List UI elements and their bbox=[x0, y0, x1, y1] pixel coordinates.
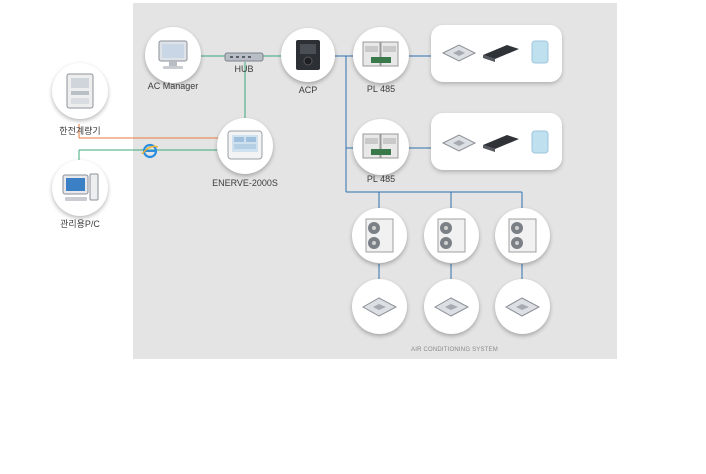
outdoor-unit-icon bbox=[362, 41, 399, 67]
ac-manager-node bbox=[145, 27, 201, 83]
wall-unit-icon bbox=[531, 130, 549, 154]
controller-icon bbox=[296, 40, 320, 70]
pl485-bottom-node bbox=[353, 119, 409, 175]
internet-icon bbox=[141, 143, 159, 159]
indoor-units-bottom bbox=[431, 113, 562, 170]
acp-node bbox=[281, 28, 335, 82]
pl485-bottom-label: PL 485 bbox=[366, 174, 396, 184]
outdoor-unit-icon bbox=[508, 218, 537, 253]
outdoor-unit-1 bbox=[352, 208, 407, 263]
pl485-top-label: PL 485 bbox=[366, 84, 396, 94]
cassette-icon bbox=[441, 44, 477, 62]
pl485-top-node bbox=[353, 27, 409, 83]
system-caption: AIR CONDITIONING SYSTEM bbox=[411, 347, 498, 353]
enerve-node bbox=[217, 118, 273, 174]
wall-unit-icon bbox=[531, 40, 549, 64]
duct-icon bbox=[483, 135, 519, 152]
outdoor-unit-icon bbox=[437, 218, 466, 253]
admin-pc-label: 관리용P/C bbox=[60, 219, 100, 229]
outdoor-unit-icon bbox=[362, 133, 399, 159]
outdoor-unit-2 bbox=[424, 208, 479, 263]
monitor-icon bbox=[158, 40, 188, 69]
duct-icon bbox=[483, 45, 519, 62]
power-meter-node bbox=[52, 63, 108, 119]
power-meter-icon bbox=[66, 73, 94, 109]
ac-manager-label: AC Manager bbox=[147, 81, 199, 91]
outdoor-unit-3 bbox=[495, 208, 550, 263]
touch-panel-icon bbox=[227, 130, 263, 160]
outdoor-unit-icon bbox=[365, 218, 394, 253]
admin-pc-node bbox=[52, 160, 108, 216]
cassette-unit-2 bbox=[424, 279, 479, 334]
cassette-unit-1 bbox=[352, 279, 407, 334]
cassette-unit-3 bbox=[495, 279, 550, 334]
cassette-icon bbox=[361, 297, 398, 317]
acp-label: ACP bbox=[298, 85, 318, 95]
enerve-label: ENERVE-2000S bbox=[212, 178, 278, 188]
hub-icon bbox=[224, 52, 264, 62]
indoor-units-top bbox=[431, 25, 562, 82]
pc-icon bbox=[62, 173, 99, 201]
hub-label: HUB bbox=[234, 64, 254, 74]
cassette-icon bbox=[441, 134, 477, 152]
power-meter-label: 한전계량기 bbox=[59, 126, 101, 136]
cassette-icon bbox=[504, 297, 541, 317]
cassette-icon bbox=[433, 297, 470, 317]
